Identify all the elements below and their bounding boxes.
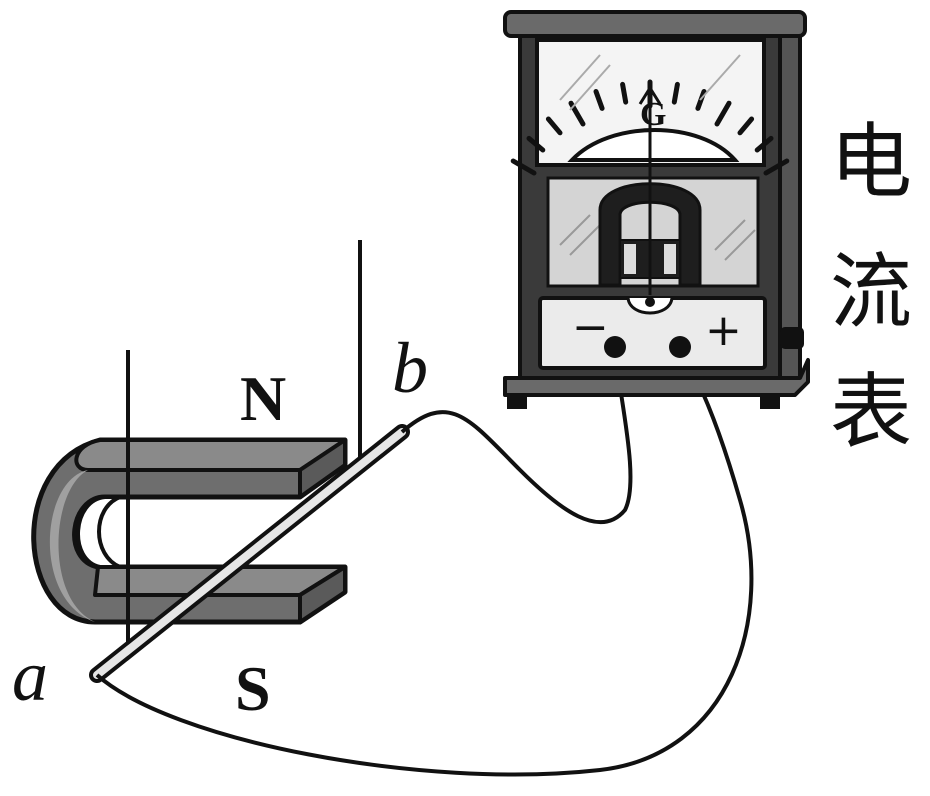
dial-tick <box>754 135 774 153</box>
dial-tick <box>545 116 563 136</box>
magnet-s-arm-front <box>298 565 347 624</box>
dial-tick <box>671 81 680 105</box>
plus-sign: + <box>705 305 742 356</box>
galvanometer-base <box>503 358 810 397</box>
meter-caption-char-1: 电 <box>830 115 912 210</box>
magnet-n-arm-front <box>298 438 347 499</box>
galvanometer-symbol-label: G <box>640 96 666 133</box>
dial-tick <box>526 135 546 153</box>
magnet-n-arm-top <box>74 438 347 472</box>
dial-scale <box>510 79 790 176</box>
terminal-minus <box>604 336 626 358</box>
dial-tick <box>763 158 790 176</box>
conductor-rod-ab <box>89 424 410 683</box>
dial-tick <box>714 100 732 127</box>
galvanometer: G − + <box>503 10 810 409</box>
dial-tick <box>737 116 755 136</box>
meter-caption-char-2: 流 <box>830 245 912 340</box>
terminal-plus <box>669 336 691 358</box>
north-pole-label: N <box>240 363 286 434</box>
zero-adjust-knob <box>780 327 804 349</box>
rod-end-b-label: b <box>392 328 428 408</box>
rod-end-a-label: a <box>12 636 48 716</box>
wire-a-to-plus <box>95 348 754 777</box>
magnet-inner-gap <box>76 495 121 569</box>
dial-tick <box>510 158 537 176</box>
inner-magnet <box>598 182 702 287</box>
south-pole-label: S <box>235 653 271 724</box>
wire-b-to-minus <box>400 349 633 525</box>
galvanometer-top-cap <box>503 10 807 38</box>
horseshoe-magnet <box>31 437 348 625</box>
meter-caption-char-3: 表 <box>830 365 912 460</box>
dial-tick <box>593 89 605 111</box>
minus-sign: − <box>572 302 609 353</box>
magnet-bend-shade <box>49 470 95 622</box>
dial-tick <box>620 81 629 105</box>
